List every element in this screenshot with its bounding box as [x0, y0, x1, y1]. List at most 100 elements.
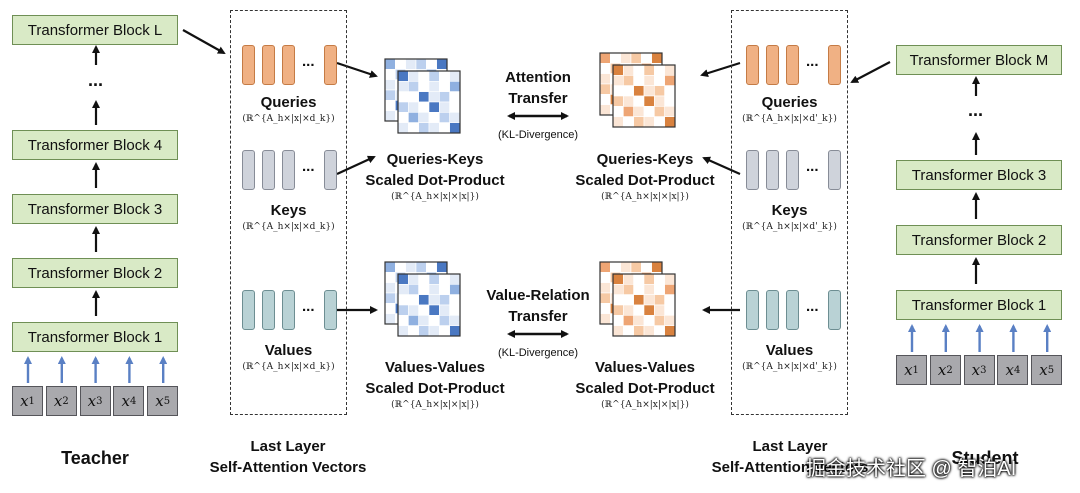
student-values-dim: (ℝ^{A_h×|x|×d'_k}): [742, 362, 837, 372]
queries-to-matrix-arrow: [336, 61, 378, 78]
teacher-key-vector: [324, 150, 337, 190]
token-index: 1: [912, 364, 919, 376]
student-value-vector: [828, 290, 841, 330]
token-index: 2: [62, 395, 69, 407]
student-values-label: Values: [765, 342, 814, 359]
value-transfer-note: (KL-Divergence): [497, 347, 579, 359]
teacher-panel-caption-1: Last Layer: [250, 438, 326, 455]
student-qk-label-2: Scaled Dot-Product: [575, 172, 715, 189]
student-key-ellipsis: ...: [806, 158, 819, 175]
teacher-key-vector: [262, 150, 275, 190]
student-key-vector: [766, 150, 779, 190]
teacher-vv-label-1: Values-Values: [384, 359, 486, 376]
teacher-value-vector: [262, 290, 275, 330]
teacher-value-vector: [282, 290, 295, 330]
value-transfer-label-2: Transfer: [508, 308, 568, 325]
teacher-panel-caption-2: Self-Attention Vectors: [209, 459, 367, 476]
input-arrows: [24, 324, 1052, 383]
student-block: Transformer Block 1: [896, 290, 1062, 320]
student-vv-label-1: Values-Values: [594, 359, 696, 376]
token-index: 5: [1047, 364, 1055, 376]
student-query-vector: [786, 45, 799, 85]
student-vv-label-2: Scaled Dot-Product: [575, 380, 715, 397]
student-queries-to-matrix-arrow: [700, 61, 741, 78]
teacher-vv-dim: (ℝ^{A_h×|x|×|x|}): [391, 400, 479, 410]
student-keys-dim: (ℝ^{A_h×|x|×d'_k}): [742, 222, 837, 232]
student-attention-panel: [731, 10, 848, 415]
teacher-value-vector: [242, 290, 255, 330]
flow-arrows: [182, 29, 891, 338]
token-index: 3: [980, 364, 987, 376]
student-value-ellipsis: ...: [806, 298, 819, 315]
teacher-ellipsis: ...: [88, 70, 104, 90]
teacher-key-ellipsis: ...: [302, 158, 315, 175]
teacher-block: Transformer Block 1: [12, 322, 178, 352]
teacher-value-ellipsis: ...: [302, 298, 315, 315]
student-block: Transformer Block 3: [896, 160, 1062, 190]
token-index: 4: [1013, 364, 1021, 376]
teacher-key-vector: [282, 150, 295, 190]
teacher-query-vector: [242, 45, 255, 85]
student-queries-dim: (ℝ^{A_h×|x|×d'_k}): [742, 114, 837, 124]
teacher-block: Transformer Block 2: [12, 258, 178, 288]
token-index: 4: [129, 395, 137, 407]
watermark: 掘金技术社区 @ 智泊AI: [806, 458, 1017, 480]
teacher-query-vector: [262, 45, 275, 85]
teacher-block: Transformer Block L: [12, 15, 178, 45]
teacher-key-vector: [242, 150, 255, 190]
student-panel-caption-1: Last Layer: [752, 438, 828, 455]
attention-transfer-note: (KL-Divergence): [497, 129, 579, 141]
student-queries-label: Queries: [761, 94, 818, 111]
student-block: Transformer Block 2: [896, 225, 1062, 255]
teacher-queries-label: Queries: [260, 94, 317, 111]
student-keys-to-matrix-arrow: [702, 156, 741, 176]
student-vv-dim: (ℝ^{A_h×|x|×|x|}): [601, 400, 689, 410]
teacher-query-ellipsis: ...: [302, 53, 315, 70]
student-query-vector: [766, 45, 779, 85]
student-key-vector: [786, 150, 799, 190]
teacher-caption: Teacher: [61, 448, 129, 468]
teacher-keys-label: Keys: [270, 202, 307, 219]
teacher-to-panel-arrow: [182, 29, 226, 54]
student-panel-caption-2: Self-Attention Vectors: [711, 459, 869, 476]
student-value-vector: [766, 290, 779, 330]
student-key-vector: [828, 150, 841, 190]
student-keys-label: Keys: [771, 202, 808, 219]
token-index: 2: [946, 364, 953, 376]
teacher-query-vector: [282, 45, 295, 85]
teacher-values-dim: (ℝ^{A_h×|x|×d_k}): [242, 362, 335, 372]
student-query-vector: [828, 45, 841, 85]
teacher-queries-dim: (ℝ^{A_h×|x|×d_k}): [242, 114, 335, 124]
token-index: 1: [28, 395, 35, 407]
teacher-qk-matrix-front: [397, 70, 461, 134]
value-transfer-label-1: Value-Relation: [486, 287, 590, 304]
teacher-attention-panel: [230, 10, 347, 415]
teacher-vv-label-2: Scaled Dot-Product: [365, 380, 505, 397]
student-caption: Student: [951, 448, 1019, 468]
teacher-values-label: Values: [264, 342, 313, 359]
teacher-value-vector: [324, 290, 337, 330]
attention-matrices: [384, 52, 676, 337]
student-ellipsis: ...: [968, 100, 984, 120]
teacher-qk-label-2: Scaled Dot-Product: [365, 172, 505, 189]
student-qk-dim: (ℝ^{A_h×|x|×|x|}): [601, 192, 689, 202]
student-block: Transformer Block M: [896, 45, 1062, 75]
teacher-block: Transformer Block 4: [12, 130, 178, 160]
keys-to-matrix-arrow: [336, 155, 376, 175]
teacher-qk-dim: (ℝ^{A_h×|x|×|x|}): [391, 192, 479, 202]
student-to-panel-arrow: [850, 61, 891, 83]
student-vv-matrix-front: [612, 273, 676, 337]
teacher-query-vector: [324, 45, 337, 85]
student-value-vector: [786, 290, 799, 330]
attention-transfer-label-1: Attention: [505, 69, 571, 86]
student-query-ellipsis: ...: [806, 53, 819, 70]
